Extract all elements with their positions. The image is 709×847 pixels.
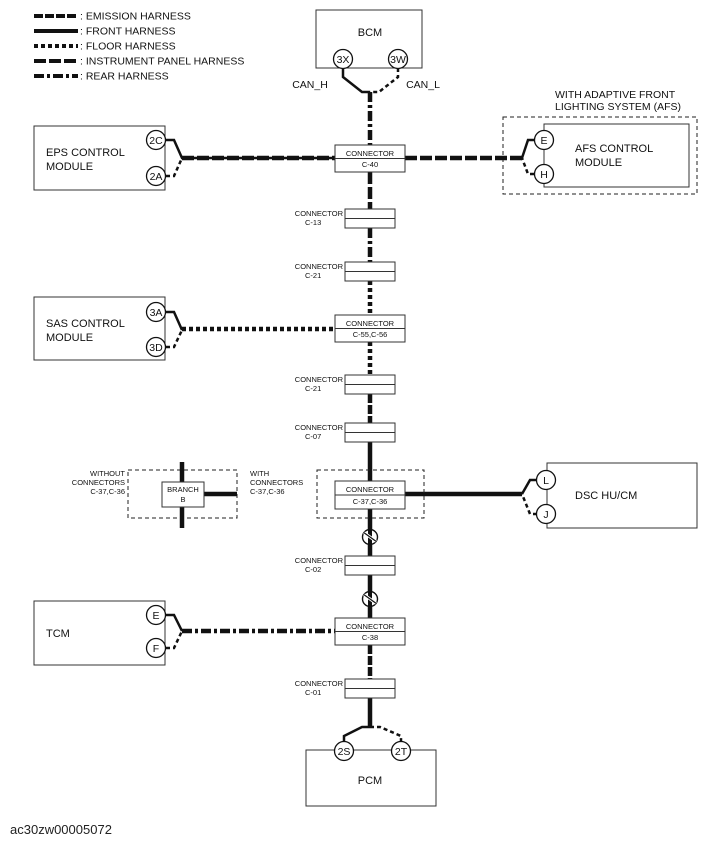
- dsc-pin-j: J: [543, 509, 548, 521]
- dsc-pin-l: L: [543, 475, 549, 487]
- afs-pin-e: E: [540, 135, 547, 147]
- connector-c01: CONNECTOR C-01: [295, 678, 396, 699]
- connector-c13-word: CONNECTOR: [295, 209, 344, 218]
- dsc-label: DSC HU/CM: [575, 490, 637, 502]
- connector-c21a-word: CONNECTOR: [295, 262, 344, 271]
- connector-c21b-id: C-21: [305, 384, 321, 393]
- legend-floor-label: : FLOOR HARNESS: [80, 41, 176, 53]
- connector-c13-id: C-13: [305, 218, 321, 227]
- eps-pin-2a: 2A: [150, 171, 163, 183]
- can-l-label: CAN_L: [406, 79, 440, 91]
- without-line2: CONNECTORS: [72, 478, 125, 487]
- pcm-pin-2t: 2T: [395, 746, 408, 758]
- sas-pin-3d: 3D: [149, 342, 163, 354]
- pcm-label: PCM: [358, 775, 382, 787]
- connector-c02-id: C-02: [305, 565, 321, 574]
- connector-c55-id: C-55,C-56: [353, 330, 388, 339]
- afs-note-line1: WITH ADAPTIVE FRONT: [555, 89, 676, 101]
- afs-control-module: WITH ADAPTIVE FRONT LIGHTING SYSTEM (AFS…: [405, 89, 698, 195]
- eps-label-line2: MODULE: [46, 161, 93, 173]
- connector-c21a-id: C-21: [305, 271, 321, 280]
- eps-label-line1: EPS CONTROL: [46, 147, 125, 159]
- connector-c07: CONNECTOR C-07: [295, 422, 396, 443]
- connector-c40: CONNECTOR C-40: [334, 144, 406, 173]
- eps-control-module: EPS CONTROL MODULE 2C 2A: [33, 125, 335, 191]
- connector-c21-lower: CONNECTOR C-21: [295, 374, 396, 395]
- connector-c38-id: C-38: [362, 633, 378, 642]
- pcm-module: PCM 2S 2T: [305, 725, 437, 807]
- pcm-pin-2s: 2S: [338, 746, 351, 758]
- afs-label-line2: MODULE: [575, 157, 622, 169]
- harness-legend: : EMISSION HARNESS : FRONT HARNESS : FLO…: [34, 11, 244, 83]
- connector-c55-word: CONNECTOR: [346, 319, 395, 328]
- legend-emission-label: : EMISSION HARNESS: [80, 11, 191, 23]
- bcm-module: BCM 3X 3W CAN_H CAN_L: [292, 9, 440, 94]
- sas-pin-3a: 3A: [150, 307, 163, 319]
- branch-word: BRANCH: [167, 485, 199, 494]
- connector-c13: CONNECTOR C-13: [295, 208, 396, 229]
- tcm-label: TCM: [46, 628, 70, 640]
- branch-option: WITHOUT CONNECTORS C-37,C-36 BRANCH B WI…: [72, 462, 303, 528]
- cut-symbol-upper: [361, 528, 379, 546]
- bcm-pin-3w: 3W: [390, 54, 406, 66]
- connector-c01-id: C-01: [305, 688, 321, 697]
- tcm-pin-e: E: [152, 610, 159, 622]
- connector-c38: CONNECTOR C-38: [334, 617, 406, 646]
- without-line3: C-37,C-36: [90, 487, 125, 496]
- connector-c02-word: CONNECTOR: [295, 556, 344, 565]
- cut-symbol-lower: [361, 590, 379, 608]
- connector-c07-word: CONNECTOR: [295, 423, 344, 432]
- connector-c55-c56: CONNECTOR C-55,C-56: [334, 314, 406, 343]
- connector-c37-c36: CONNECTOR C-37,C-36: [316, 469, 425, 519]
- sas-label-line2: MODULE: [46, 332, 93, 344]
- connector-c07-id: C-07: [305, 432, 321, 441]
- with-line1: WITH: [250, 469, 269, 478]
- connector-c40-id: C-40: [362, 160, 378, 169]
- tcm-module: TCM E F: [33, 600, 335, 666]
- legend-front-label: : FRONT HARNESS: [80, 26, 175, 38]
- with-line2: CONNECTORS: [250, 478, 303, 487]
- bcm-label: BCM: [358, 27, 382, 39]
- afs-pin-h: H: [540, 169, 548, 181]
- tcm-pin-f: F: [153, 643, 159, 655]
- connector-c21-upper: CONNECTOR C-21: [295, 261, 396, 282]
- sas-label-line1: SAS CONTROL: [46, 318, 125, 330]
- connector-c37-id: C-37,C-36: [353, 497, 388, 506]
- can-h-label: CAN_H: [292, 79, 328, 91]
- sas-control-module: SAS CONTROL MODULE 3A 3D: [33, 296, 335, 361]
- figure-code: ac30zw00005072: [10, 822, 112, 837]
- legend-instrument-label: : INSTRUMENT PANEL HARNESS: [80, 56, 244, 68]
- bcm-pin-3x: 3X: [337, 54, 350, 66]
- afs-note-line2: LIGHTING SYSTEM (AFS): [555, 101, 681, 113]
- connector-c21b-word: CONNECTOR: [295, 375, 344, 384]
- connector-c37-word: CONNECTOR: [346, 485, 395, 494]
- dsc-hu-cm-module: DSC HU/CM L J: [405, 462, 698, 529]
- afs-label-line1: AFS CONTROL: [575, 143, 653, 155]
- connector-c40-word: CONNECTOR: [346, 149, 395, 158]
- without-line1: WITHOUT: [90, 469, 125, 478]
- branch-id: B: [180, 495, 185, 504]
- legend-rear-label: : REAR HARNESS: [80, 71, 169, 83]
- with-line3: C-37,C-36: [250, 487, 285, 496]
- connector-c38-word: CONNECTOR: [346, 622, 395, 631]
- eps-pin-2c: 2C: [149, 135, 163, 147]
- connector-c01-word: CONNECTOR: [295, 679, 344, 688]
- connector-c02: CONNECTOR C-02: [295, 555, 396, 576]
